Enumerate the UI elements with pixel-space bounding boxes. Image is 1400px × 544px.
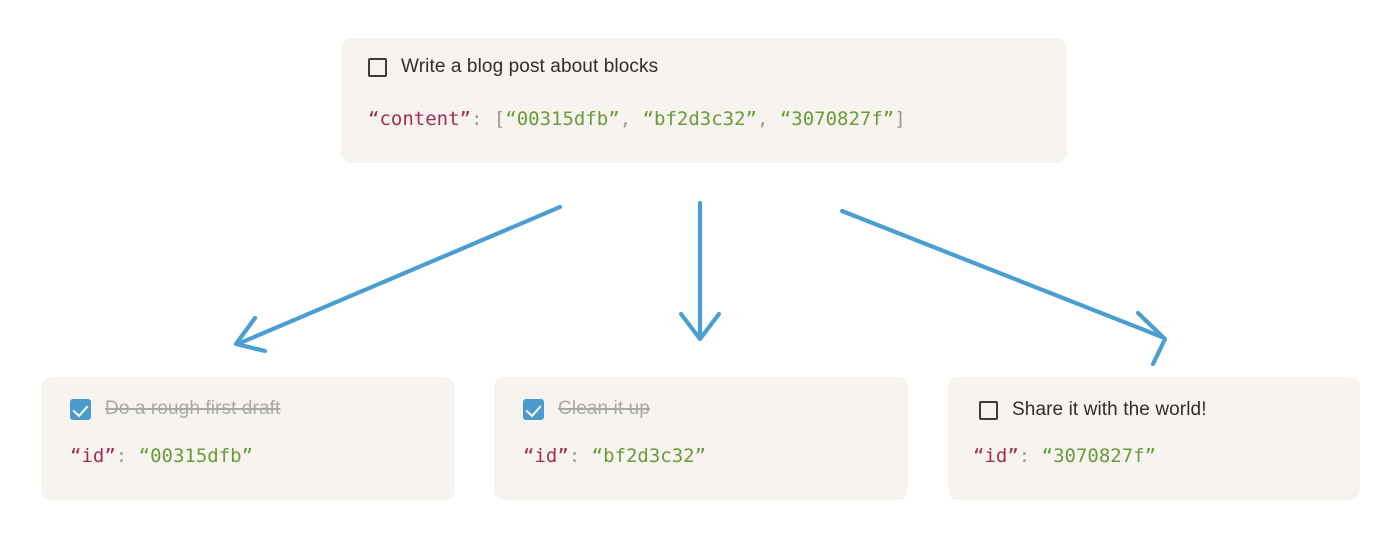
arrow-to-second-child xyxy=(678,200,722,342)
child-task-label-3: Share it with the world! xyxy=(1012,399,1207,420)
child-task-row-3: Share it with the world! xyxy=(979,399,1207,421)
arrow-to-first-child xyxy=(233,204,563,354)
child-task-card-3: Share it with the world! “id”: “3070827f… xyxy=(948,377,1360,500)
child-task-label-2: Clean it up xyxy=(558,398,650,419)
json-key: “content” xyxy=(368,108,471,130)
json-colon: : xyxy=(470,108,494,130)
json-value-0: “00315dfb” xyxy=(505,108,620,130)
checkbox-empty-icon[interactable] xyxy=(368,57,387,77)
json-colon: : xyxy=(115,445,139,467)
arrow-to-third-child xyxy=(839,208,1168,367)
child-json-line-2: “id”: “bf2d3c32” xyxy=(523,445,706,467)
json-close-bracket: ] xyxy=(894,108,906,130)
json-value-2: “3070827f” xyxy=(779,108,895,130)
parent-task-card: Write a blog post about blocks “content”… xyxy=(341,38,1067,163)
checkbox-empty-icon[interactable] xyxy=(979,400,998,420)
child-task-card-1: Do a rough first draft “id”: “00315dfb” xyxy=(41,377,455,500)
json-separator-0: , xyxy=(619,108,643,130)
checkbox-checked-icon[interactable] xyxy=(70,398,91,420)
child-json-line-3: “id”: “3070827f” xyxy=(973,445,1156,467)
json-separator-1: , xyxy=(756,108,780,130)
json-key: “id” xyxy=(973,445,1019,467)
json-key: “id” xyxy=(523,445,569,467)
parent-json-line: “content”: [“00315dfb”, “bf2d3c32”, “307… xyxy=(368,108,906,130)
checkbox-checked-icon[interactable] xyxy=(523,398,544,420)
json-value: “00315dfb” xyxy=(138,445,254,467)
child-task-row-1: Do a rough first draft xyxy=(70,398,280,420)
child-task-label-1: Do a rough first draft xyxy=(105,398,281,419)
json-key: “id” xyxy=(70,445,116,467)
json-colon: : xyxy=(568,445,592,467)
child-task-card-2: Clean it up “id”: “bf2d3c32” xyxy=(494,377,908,500)
json-value-1: “bf2d3c32” xyxy=(642,108,757,130)
child-json-line-1: “id”: “00315dfb” xyxy=(70,445,253,467)
json-colon: : xyxy=(1018,445,1042,467)
parent-task-label: Write a blog post about blocks xyxy=(401,56,659,77)
json-open-bracket: [ xyxy=(493,108,506,130)
parent-task-row: Write a blog post about blocks xyxy=(368,56,658,78)
child-task-row-2: Clean it up xyxy=(523,398,650,420)
json-value: “3070827f” xyxy=(1041,445,1157,467)
json-value: “bf2d3c32” xyxy=(591,445,707,467)
